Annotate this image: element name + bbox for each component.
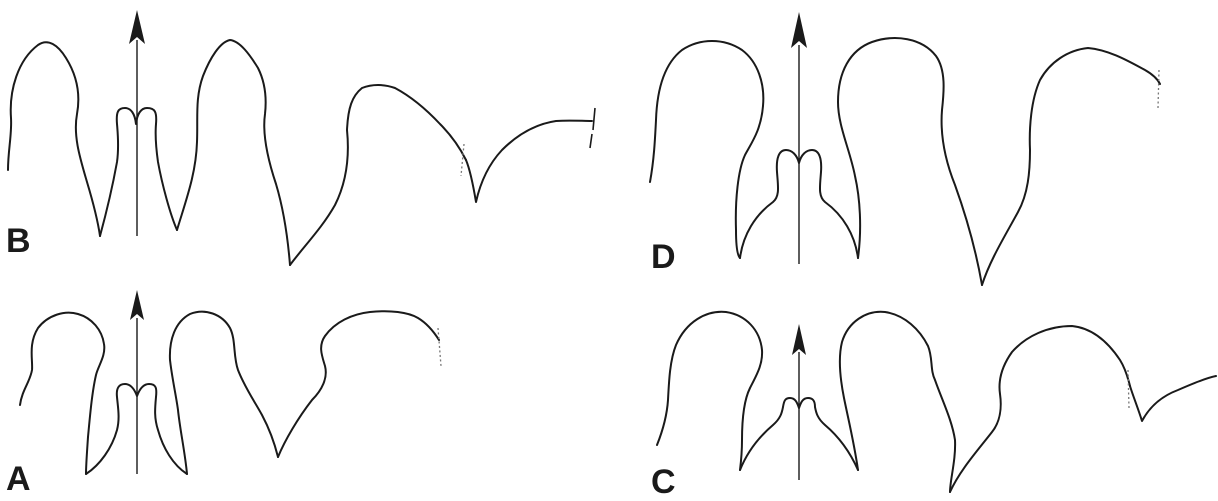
panel-b-arrow-icon (129, 10, 145, 44)
panel-d-inner-saddle (838, 38, 982, 285)
panel-d-break (1158, 70, 1159, 108)
panel-a-arrow-icon (130, 290, 144, 320)
panel-b-label: B (6, 222, 31, 260)
panel-d-left-saddle (650, 41, 763, 258)
panel-b-break-2 (590, 108, 595, 148)
panel-d-arrow-icon (791, 12, 807, 48)
panel-a-left-saddle (20, 313, 104, 474)
panel-c-left-saddle (657, 312, 762, 470)
panel-c-outer-lobe (1130, 376, 1216, 421)
panel-d (650, 12, 1160, 285)
panel-b-dorsal-saddle (290, 85, 466, 265)
panel-b-ventral-lobe (100, 108, 177, 236)
panel-c-inner-saddle (840, 312, 955, 492)
panel-b (8, 10, 595, 265)
panel-b-break-1 (461, 144, 464, 176)
panel-c-label: C (651, 463, 676, 501)
panel-b-outer-lobe (466, 121, 592, 202)
panel-a-inner-saddle (170, 312, 278, 474)
panel-b-left-saddle (8, 42, 100, 236)
panel-b-inner-saddle (177, 40, 290, 265)
panel-d-dorsal-saddle (982, 48, 1160, 285)
panel-c (657, 312, 1216, 492)
panel-c-arrow-icon (792, 324, 806, 355)
panel-d-label: D (651, 238, 676, 276)
panel-a-break (438, 328, 441, 366)
panel-c-dorsal-saddle (950, 326, 1130, 492)
panel-a-dorsal-saddle (278, 311, 439, 457)
panel-a-label: A (6, 460, 31, 498)
panel-a (20, 290, 441, 474)
panel-c-break-1 (1128, 370, 1129, 408)
